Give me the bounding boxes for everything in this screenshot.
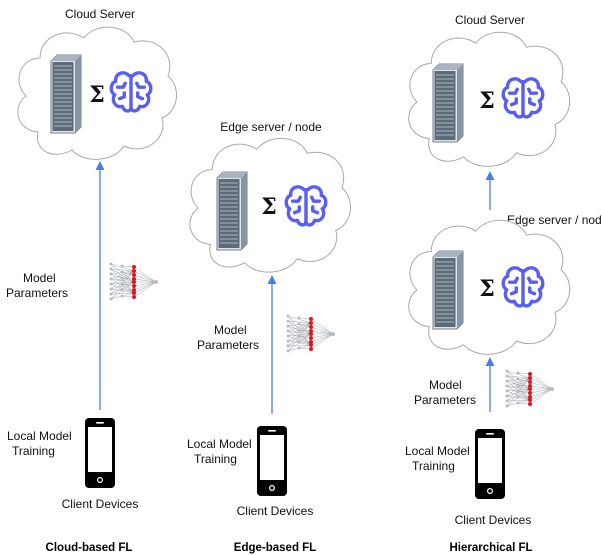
server-icon <box>432 250 464 330</box>
column-edge-based: Edge server / node Σ Model Parameters Lo… <box>187 120 352 554</box>
caption-hierarchical: Hierarchical FL <box>449 542 532 554</box>
cloud-server-label: Cloud Server <box>455 13 525 27</box>
params-label-line1: Model <box>429 378 462 392</box>
client-label-line1: Local Model <box>187 437 252 451</box>
smartphone-icon <box>475 429 505 499</box>
smartphone-icon <box>257 426 287 496</box>
caption-edge-based: Edge-based FL <box>234 542 316 554</box>
params-label-line2: Parameters <box>197 338 259 352</box>
params-label-line1: Model <box>23 271 56 285</box>
client-label-line1: Local Model <box>405 444 470 458</box>
edge-server-label: Edge server / node <box>220 120 322 134</box>
params-label-line1: Model <box>214 323 247 337</box>
edge-server-label: Edge server / node <box>507 213 602 227</box>
params-label-line2: Parameters <box>6 286 68 300</box>
client-label-line2: Training <box>194 452 237 466</box>
params-label-line2: Parameters <box>414 393 476 407</box>
client-label-line1: Local Model <box>7 429 72 443</box>
neural-network-icon <box>286 314 336 353</box>
client-label-line2: Training <box>12 444 55 458</box>
client-devices-label: Client Devices <box>237 504 314 518</box>
neural-network-icon <box>109 262 159 301</box>
column-hierarchical: Cloud Server Σ Edge server / node Σ Mode… <box>405 13 602 554</box>
server-icon <box>216 171 248 251</box>
aggregation-sigma: Σ <box>479 88 495 114</box>
cloud-server-label: Cloud Server <box>65 7 135 21</box>
neural-network-icon <box>505 369 555 408</box>
client-devices-label: Client Devices <box>62 497 139 511</box>
client-label-line2: Training <box>412 459 455 473</box>
smartphone-icon <box>85 418 115 488</box>
server-icon <box>432 63 464 143</box>
aggregation-sigma: Σ <box>89 82 105 108</box>
column-cloud-based: Cloud Server Σ Model Parameters Local Mo… <box>6 7 178 554</box>
aggregation-sigma: Σ <box>261 194 277 220</box>
server-icon <box>50 54 82 134</box>
caption-cloud-based: Cloud-based FL <box>46 542 133 554</box>
aggregation-sigma: Σ <box>479 276 495 302</box>
client-devices-label: Client Devices <box>455 513 532 527</box>
